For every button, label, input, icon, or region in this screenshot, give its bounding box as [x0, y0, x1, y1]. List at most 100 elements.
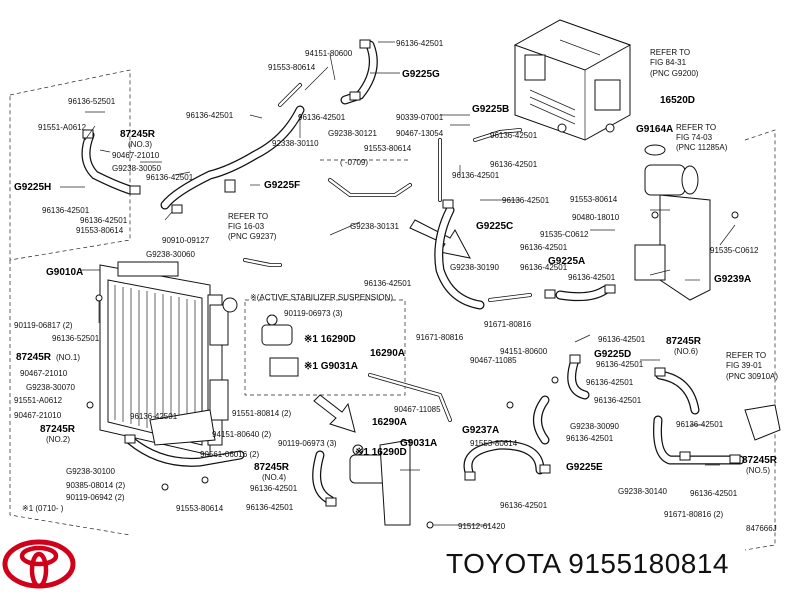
label-90467-11085: 90467-11085 — [470, 356, 517, 365]
label-94151-80640: 94151-80640 (2) — [212, 430, 271, 439]
label-pnc-11285a: (PNC 11285A) — [676, 143, 728, 152]
label-96136-42501: 96136-42501 — [186, 111, 234, 120]
label-90467-21010: 90467-21010 — [112, 151, 160, 160]
water-pump — [634, 144, 711, 301]
label-91553-80614: 91553-80614 — [470, 439, 518, 448]
label-90467-21010: 90467-21010 — [14, 411, 62, 420]
label-91535-C0612: 91535-C0612 — [540, 230, 589, 239]
label-G9237A: G9237A — [462, 425, 499, 436]
pointer-arrows — [313, 219, 471, 433]
bolts — [86, 211, 739, 529]
label-90119-06973: 90119-06973 (3) — [278, 439, 337, 448]
hose-clamps — [82, 39, 741, 507]
label-96136-42501: 96136-42501 — [364, 279, 412, 288]
label-91551-A0612: 91551-A0612 — [38, 123, 87, 132]
label-G9031A-lower: G9031A — [400, 438, 437, 449]
label-96136-42501: 96136-42501 — [598, 335, 646, 344]
label-G9238-30190: G9238-30190 — [450, 263, 499, 272]
label-fig-16-03: FIG 16-03 — [228, 222, 265, 231]
label-G9225F: G9225F — [264, 180, 300, 191]
label-91553-80614: 91553-80614 — [364, 144, 412, 153]
leader-lines — [60, 41, 736, 526]
label-refer-to: REFER TO — [726, 351, 766, 360]
label-96136-42501: 96136-42501 — [500, 501, 548, 510]
label-no1: (NO.1) — [56, 353, 80, 362]
brackets — [149, 404, 781, 446]
label-G9238-30121: G9238-30121 — [328, 129, 377, 138]
label-pnc-30910a: (PNC 30910A) — [726, 372, 778, 381]
coolant-pipes — [243, 83, 532, 422]
label-G9225H: G9225H — [14, 182, 51, 193]
label-G9238-30070: G9238-30070 — [26, 383, 75, 392]
label-96136-42501: 96136-42501 — [586, 378, 634, 387]
label-G9225A: G9225A — [548, 256, 585, 267]
label-G9010A: G9010A — [46, 267, 83, 278]
label-90480-18010: 90480-18010 — [572, 213, 620, 222]
label-91551-80814: 91551-80814 (2) — [232, 409, 291, 418]
label-90467-11085: 90467-11085 — [394, 405, 441, 414]
label-90339-07001: 90339-07001 — [396, 113, 444, 122]
label-16290D-lower: ※1 16290D — [355, 447, 407, 458]
label-87245R: 87245R — [666, 336, 702, 347]
coolant-hoses — [81, 40, 745, 505]
label-16290A-lower: 16290A — [372, 417, 407, 428]
label-G9031A-upper: ※1 G9031A — [304, 361, 358, 372]
label-90467-13054: 90467-13054 — [396, 129, 444, 138]
label-96136-42501: 96136-42501 — [130, 412, 178, 421]
label-90385-08014: 90385-08014 (2) — [66, 481, 125, 490]
label-96136-42501: 96136-42501 — [520, 263, 568, 272]
label-96136-52501: 96136-52501 — [68, 97, 116, 106]
label-no6: (NO.6) — [674, 347, 698, 356]
label-G9225D: G9225D — [594, 349, 631, 360]
radiator — [99, 261, 238, 456]
toyota-logo-icon — [2, 539, 76, 589]
label-no2: (NO.2) — [46, 435, 70, 444]
label-91553-80614: 91553-80614 — [268, 63, 316, 72]
label-fig-84-31: FIG 84-31 — [650, 58, 687, 67]
label-G9225E: G9225E — [566, 462, 603, 473]
label-91671-80816: 91671-80816 — [484, 320, 532, 329]
label-96136-42501: 96136-42501 — [42, 206, 90, 215]
label-87245R: 87245R — [16, 352, 52, 363]
label-date-range: ( -0709) — [340, 158, 368, 167]
label-91553-80614: 91553-80614 — [176, 504, 224, 513]
label-G9164A: G9164A — [636, 124, 673, 135]
label-91512-61420: 91512-61420 — [458, 522, 506, 531]
label-90910-09127: 90910-09127 — [162, 236, 210, 245]
label-G9225C: G9225C — [476, 221, 513, 232]
label-16290A-upper: 16290A — [370, 348, 405, 359]
label-91553-80614: 91553-80614 — [76, 226, 124, 235]
label-G9238-30060: G9238-30060 — [146, 250, 195, 259]
label-96136-42501: 96136-42501 — [80, 216, 128, 225]
label-96136-42501: 96136-42501 — [502, 196, 550, 205]
label-96136-42501: 96136-42501 — [566, 434, 614, 443]
label-G9238-30050: G9238-30050 — [112, 164, 161, 173]
label-90119-06973: 90119-06973 (3) — [284, 309, 343, 318]
label-96136-42501: 96136-42501 — [298, 113, 346, 122]
label-94151-80600: 94151-80600 — [500, 347, 548, 356]
label-96136-42501: 96136-42501 — [490, 131, 538, 140]
label-96136-42501: 96136-42501 — [490, 160, 538, 169]
label-G9225B: G9225B — [472, 104, 509, 115]
label-87245R: 87245R — [40, 424, 76, 435]
label-G9238-30140: G9238-30140 — [618, 487, 667, 496]
label-G9238-30100: G9238-30100 — [66, 467, 115, 476]
label-96136-42501: 96136-42501 — [452, 171, 500, 180]
label-no3: (NO.3) — [128, 140, 152, 149]
label-90467-21010: 90467-21010 — [20, 369, 68, 378]
label-G9238-30090: G9238-30090 — [570, 422, 619, 431]
label-96136-42501: 96136-42501 — [396, 39, 444, 48]
label-96136-42501: 96136-42501 — [690, 489, 738, 498]
label-fig-39-01: FIG 39-01 — [726, 361, 763, 370]
label-no5: (NO.5) — [746, 466, 770, 475]
label-figure-code: 847666J — [746, 524, 777, 533]
aux-pump-upper — [261, 314, 299, 377]
label-96136-42501: 96136-42501 — [568, 273, 616, 282]
label-refer-to: REFER TO — [228, 212, 268, 221]
label-refer-to: REFER TO — [650, 48, 690, 57]
part-labels: 96136-42501 94151-80600 91553-80614 G922… — [14, 39, 778, 533]
label-0710-footnote: ※1 (0710- ) — [22, 504, 64, 513]
label-96136-42501: 96136-42501 — [250, 484, 298, 493]
label-91553-80614: 91553-80614 — [570, 195, 618, 204]
